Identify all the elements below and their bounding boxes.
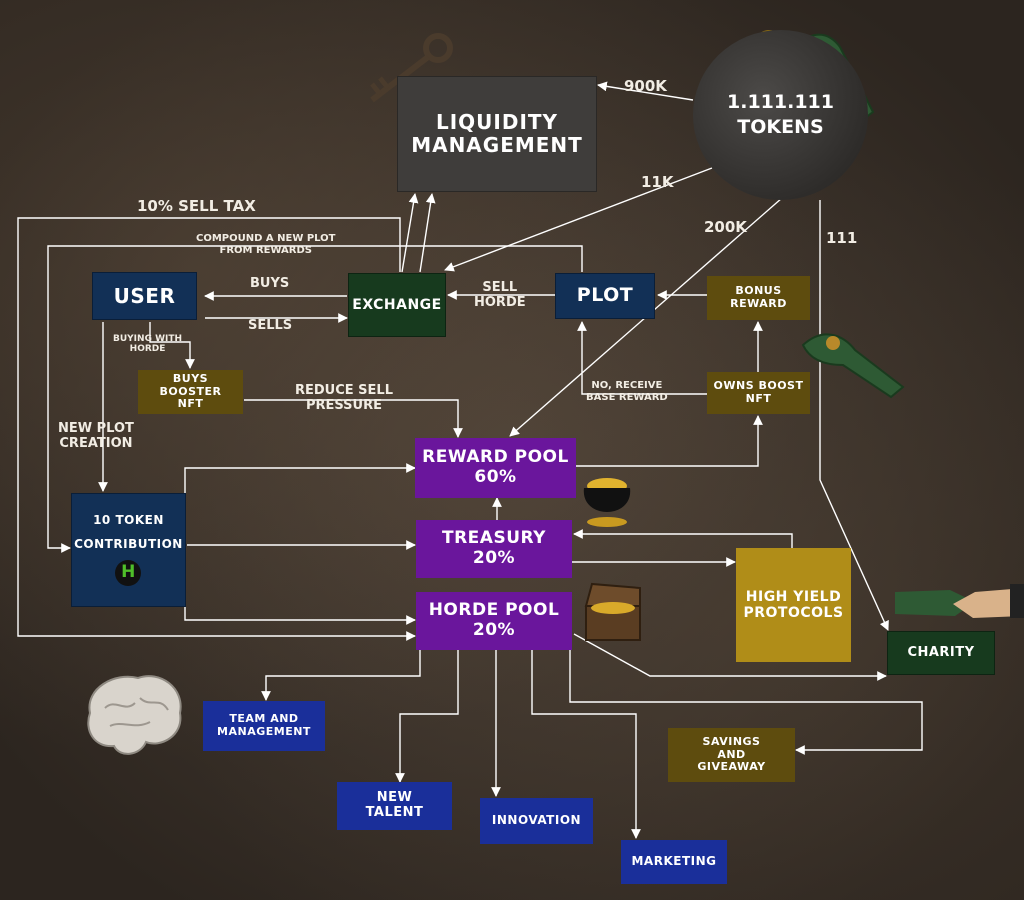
exchange-box: EXCHANGE [348, 273, 446, 337]
label-sell-tax: 10% SELL TAX [137, 197, 256, 215]
label-buying-line1: BUYING WITH [113, 334, 183, 344]
label-buying-line2: HORDE [129, 344, 166, 355]
horde-pool-title: HORDE POOL [428, 600, 560, 621]
arrow-tokens-liquidity [597, 81, 694, 101]
arrow-tokens-charity [819, 200, 889, 631]
key-icon [370, 33, 453, 103]
bonus-reward-box: BONUS REWARD [707, 276, 810, 320]
horde-pool-percent: 20% [472, 620, 516, 640]
label-no-receive-line2: BASE REWARD [586, 391, 668, 403]
arrow-reward-owns [576, 415, 763, 467]
arrow-contrib-reward [184, 463, 416, 497]
treasury-title: TREASURY [442, 528, 546, 549]
plot-box: PLOT [555, 273, 655, 319]
pot-of-gold-icon [583, 478, 631, 527]
arrow-compound [47, 245, 583, 553]
label-sell-horde-line1: SELL [482, 280, 518, 295]
tokens-supply-circle: 1.111.111 TOKENS [693, 30, 868, 200]
label-reduce-line2: PRESSURE [305, 397, 382, 413]
tokens-amount: 1.111.111 [727, 91, 834, 114]
arrow-sell-tax [17, 217, 416, 641]
user-box: USER [92, 272, 197, 320]
treasure-chest-icon [584, 582, 641, 641]
contribution-label: CONTRIBUTION [74, 537, 183, 551]
charity-box: CHARITY [887, 631, 995, 675]
label-new-plot-creation: NEW PLOT CREATION [58, 421, 134, 452]
label-no-receive-line1: NO, RECEIVE [591, 380, 663, 391]
high-yield-protocols-box: HIGH YIELD PROTOCOLS [736, 548, 851, 662]
arrow-horde-savings [569, 650, 923, 755]
arrow-tokens-exchange [444, 167, 713, 272]
arrow-reduce-pressure [244, 399, 463, 438]
label-sell-horde: SELL HORDE [474, 280, 526, 311]
label-buys: BUYS [250, 276, 290, 291]
arrow-yield-treasury [573, 529, 793, 548]
label-sell-horde-line2: HORDE [474, 294, 526, 310]
arrow-base-reward [577, 321, 707, 395]
reward-pool-percent: 60% [474, 467, 517, 487]
arrow-horde-charity [573, 633, 887, 681]
label-compound-line1: COMPOUND A NEW PLOT [196, 233, 336, 244]
label-111: 111 [826, 229, 858, 247]
team-management-box: TEAM AND MANAGEMENT [203, 701, 325, 751]
tokens-label: TOKENS [737, 116, 824, 138]
arrow-liquidity-exchange [419, 193, 436, 273]
label-200k: 200K [704, 218, 747, 236]
label-11k: 11K [641, 173, 674, 191]
token-contribution-box: 10 TOKEN CONTRIBUTION H [71, 493, 186, 607]
label-compound: COMPOUND A NEW PLOT FROM REWARDS [196, 233, 336, 256]
label-compound-line2: FROM REWARDS [219, 244, 313, 256]
label-900k: 900K [624, 77, 667, 95]
buys-booster-nft-box: BUYS BOOSTER NFT [138, 370, 243, 414]
label-sells: SELLS [248, 318, 293, 333]
label-reduce-line1: REDUCE SELL [295, 383, 393, 398]
treasury-percent: 20% [472, 548, 516, 568]
brain-icon [87, 675, 182, 755]
innovation-box: INNOVATION [480, 798, 593, 844]
arrow-contrib-horde [184, 605, 416, 625]
contribution-amount: 10 TOKEN [93, 513, 164, 528]
marketing-box: MARKETING [621, 840, 727, 884]
owns-boost-nft-box: OWNS BOOST NFT [707, 372, 810, 414]
zombie-hand-icon [801, 333, 905, 399]
savings-giveaway-box: SAVINGS AND GIVEAWAY [668, 728, 795, 782]
horde-logo-letter: H [121, 562, 136, 583]
arrow-buying-horde [149, 322, 195, 369]
new-talent-box: NEW TALENT [337, 782, 452, 830]
label-new-plot-line1: NEW PLOT [58, 421, 134, 436]
label-no-receive: NO, RECEIVE BASE REWARD [586, 380, 668, 403]
arrow-horde-marketing [531, 650, 641, 839]
liquidity-management-box: LIQUIDITY MANAGEMENT [397, 76, 597, 192]
label-reduce-pressure: REDUCE SELL PRESSURE [295, 383, 393, 414]
label-new-plot-line2: CREATION [59, 435, 133, 451]
handshake-icon [895, 584, 1024, 618]
arrow-horde-team [261, 650, 421, 701]
horde-logo-icon: H [115, 559, 142, 586]
arrow-horde-talent [395, 650, 459, 783]
reward-pool-title: REWARD POOL [422, 447, 569, 468]
arrow-exchange-liquidity [401, 193, 419, 273]
label-buying-with-horde: BUYING WITH HORDE [113, 334, 182, 355]
